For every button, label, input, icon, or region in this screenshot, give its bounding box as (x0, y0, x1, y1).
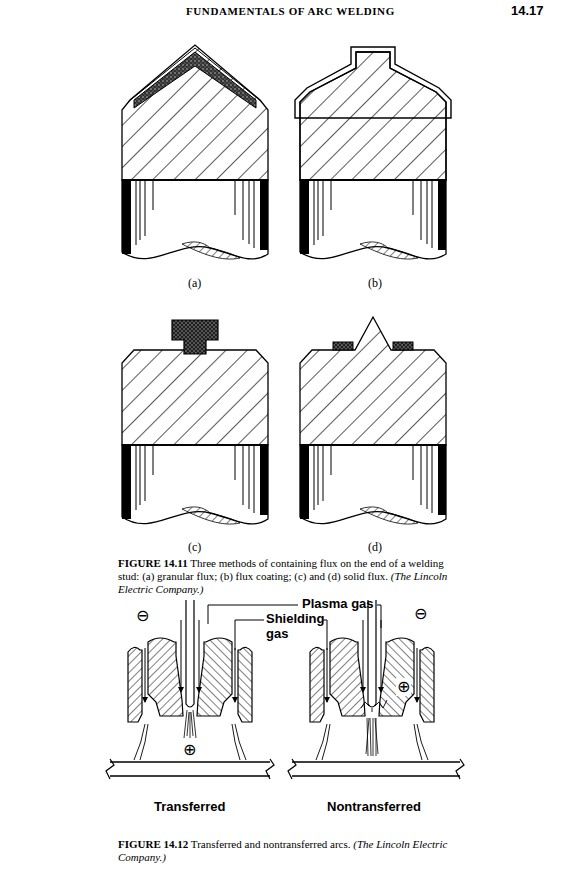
subfigure-letter: (b) (368, 277, 382, 291)
subfigure-letter: (c) (188, 541, 201, 555)
polarity-symbol: ⊖ (414, 605, 427, 623)
arc-type-label: Nontransferred (327, 800, 421, 815)
gas-label: Plasma gas (302, 597, 374, 612)
polarity-symbol: ⊕ (396, 678, 411, 696)
arc-type-label: Transferred (154, 800, 226, 815)
figure-caption: FIGURE 14.12 Transferred and nontransfer… (118, 838, 458, 864)
polarity-symbol: ⊕ (182, 741, 197, 759)
polarity-symbol: ⊖ (136, 607, 149, 625)
figure-number: FIGURE 14.11 (118, 557, 188, 569)
subfigure-letter: (a) (188, 277, 201, 291)
figure-caption: FIGURE 14.11 Three methods of containing… (118, 557, 458, 596)
caption-text: Transferred and nontransferred arcs. (191, 838, 351, 850)
subfigure-letter: (d) (368, 541, 382, 555)
page-number: 14.17 (511, 4, 544, 19)
gas-label: Shielding gas (266, 612, 322, 642)
figure-number: FIGURE 14.12 (118, 838, 188, 850)
running-head: FUNDAMENTALS OF ARC WELDING (186, 5, 395, 18)
